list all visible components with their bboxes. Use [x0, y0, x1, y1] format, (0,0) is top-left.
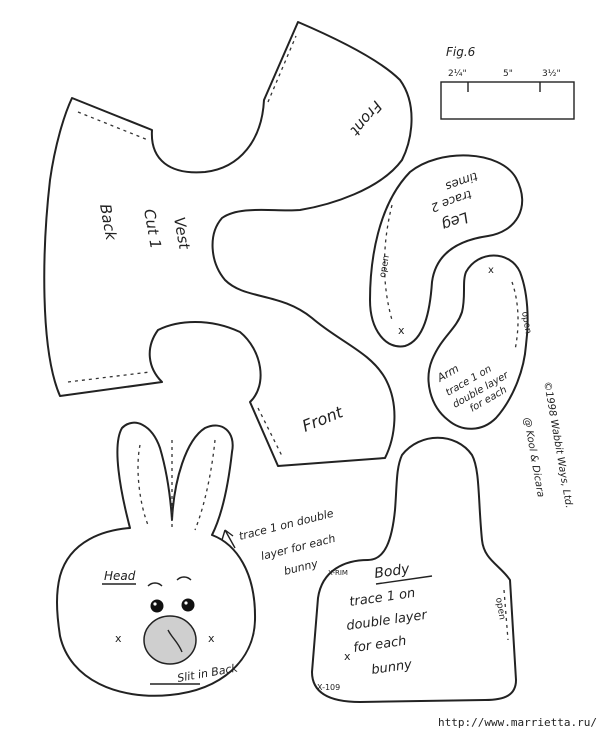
copyright-line-2: @ Kool & Dicara: [521, 417, 546, 499]
body-line-3: for each: [352, 634, 407, 656]
source-url: http://www.marrietta.ru/: [438, 716, 597, 729]
muzzle: [143, 615, 197, 665]
copyright-block: ©1998 Wabbit Ways, Ltd. @ Kool & Dicara: [521, 381, 574, 510]
leg-outline: [369, 154, 524, 348]
body-line-1: trace 1 on: [348, 586, 416, 610]
left-brow: [147, 582, 163, 587]
vest-back-label: Back: [96, 203, 120, 243]
arm-outline: [427, 254, 529, 430]
left-eye: [150, 599, 164, 613]
vest-front-seam-top: [267, 35, 297, 103]
fig6-dim-right: 3½": [542, 69, 561, 79]
fig6-dim-mid: 5": [503, 69, 513, 79]
vest-hem-seam: [67, 371, 151, 383]
slit-label: Slit in Back: [176, 661, 239, 685]
vest-title-label: Vest: [170, 216, 194, 252]
cheek-x-left: x: [115, 632, 122, 645]
bunny-face: x x: [115, 576, 215, 665]
vest-outline: [43, 21, 413, 467]
right-eye-shine: [184, 601, 188, 605]
body-outline: [311, 436, 517, 703]
copyright-line-1: ©1998 Wabbit Ways, Ltd.: [541, 381, 574, 510]
mouth-line: [167, 629, 183, 653]
right-eye: [181, 598, 195, 612]
body-code: X-109: [317, 683, 340, 692]
vest-cut-label: Cut 1: [140, 208, 165, 251]
leg-x-mark: x: [398, 324, 405, 337]
head-note-arrow: [221, 529, 236, 549]
vest-front-seam-bottom: [257, 407, 283, 457]
body-open-seam: [503, 589, 509, 641]
head-note-line-3: bunny: [283, 557, 320, 578]
vest-pattern: Back Cut 1 Vest Front Front: [43, 21, 413, 467]
arm-pattern: x open Arm trace 1 on double layer for e…: [427, 254, 533, 430]
leg-open-label: open: [378, 255, 392, 279]
head-outline: [56, 421, 257, 697]
left-eye-shine: [153, 602, 157, 606]
body-label-underline: [375, 575, 433, 585]
right-ear-seam: [194, 439, 216, 531]
head-note-line-2: layer for each: [260, 532, 337, 563]
cheek-x-right: x: [208, 632, 215, 645]
left-ear-seam: [137, 444, 149, 526]
fig6-label: Fig.6: [446, 45, 476, 59]
right-brow: [176, 576, 192, 581]
body-open-label: open: [493, 597, 507, 621]
arm-open-label: open: [519, 311, 533, 335]
body-line-4: bunny: [370, 657, 413, 678]
leg-pattern: Leg trace 2 times open x: [369, 154, 524, 348]
vest-front-top-label: Front: [346, 97, 386, 140]
xrim-label: X-RIM: [328, 569, 348, 577]
fig6-rect: [440, 81, 575, 120]
body-x-left: x: [344, 650, 351, 663]
body-line-2: double layer: [345, 608, 429, 634]
fig6-dim-left: 2¼": [448, 69, 467, 79]
fig6-strip: Fig.6 2¼" 5" 3½": [440, 45, 575, 120]
body-label: Body: [373, 561, 411, 582]
vest-back-seam: [77, 111, 149, 141]
vest-front-bottom-label: Front: [299, 402, 346, 436]
arm-x-mark: x: [488, 265, 494, 276]
arm-seam: [511, 281, 519, 351]
head-label: Head: [104, 569, 136, 583]
